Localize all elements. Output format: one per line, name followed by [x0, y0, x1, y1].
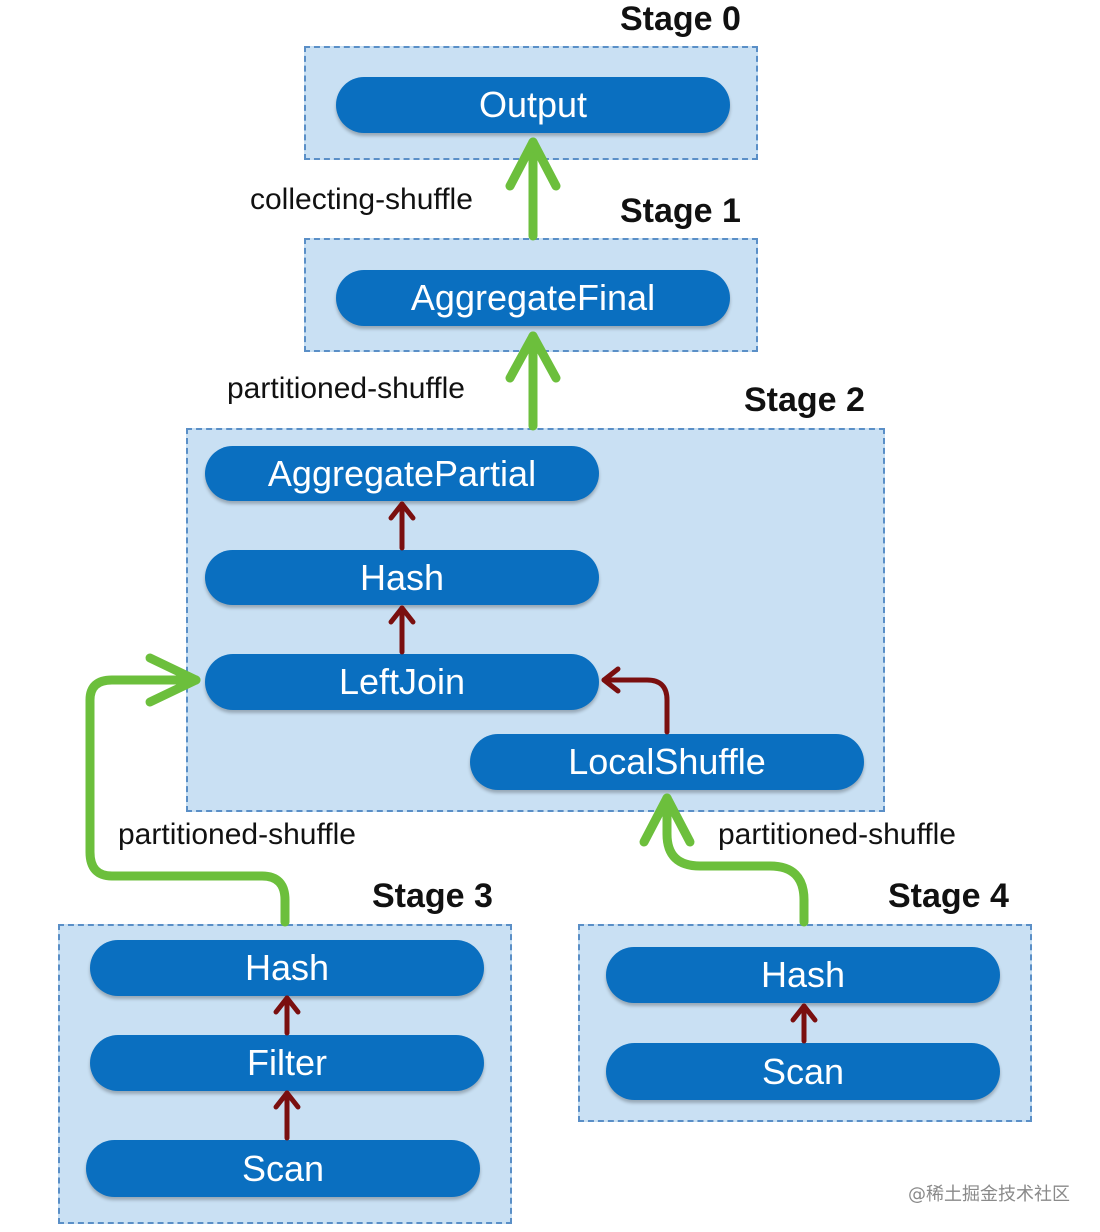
watermark: @稀土掘金技术社区: [908, 1184, 1070, 1205]
edge-label-partitioned-shuffle: partitioned-shuffle: [118, 818, 356, 851]
operator-hash: Hash: [90, 940, 484, 996]
operator-scan: Scan: [86, 1140, 480, 1197]
operator-left-join: LeftJoin: [205, 654, 599, 710]
stage-1-title: Stage 1: [620, 192, 741, 230]
operator-local-shuffle: LocalShuffle: [470, 734, 864, 790]
operator-aggregate-final: AggregateFinal: [336, 270, 730, 326]
operator-filter: Filter: [90, 1035, 484, 1091]
stage-2-title: Stage 2: [744, 381, 865, 419]
edge-label-partitioned-shuffle: partitioned-shuffle: [718, 818, 956, 851]
stage-3-title: Stage 3: [372, 877, 493, 915]
operator-hash: Hash: [205, 550, 599, 605]
stage-0-title: Stage 0: [620, 0, 741, 38]
edge-label-collecting-shuffle: collecting-shuffle: [250, 183, 473, 216]
operator-scan: Scan: [606, 1043, 1000, 1100]
operator-hash: Hash: [606, 947, 1000, 1003]
stage-4-title: Stage 4: [888, 877, 1009, 915]
edge-label-partitioned-shuffle: partitioned-shuffle: [227, 372, 465, 405]
operator-output: Output: [336, 77, 730, 133]
shuffle-arrow-stage4-to-localshuffle: [662, 793, 809, 927]
operator-aggregate-partial: AggregatePartial: [205, 446, 599, 501]
